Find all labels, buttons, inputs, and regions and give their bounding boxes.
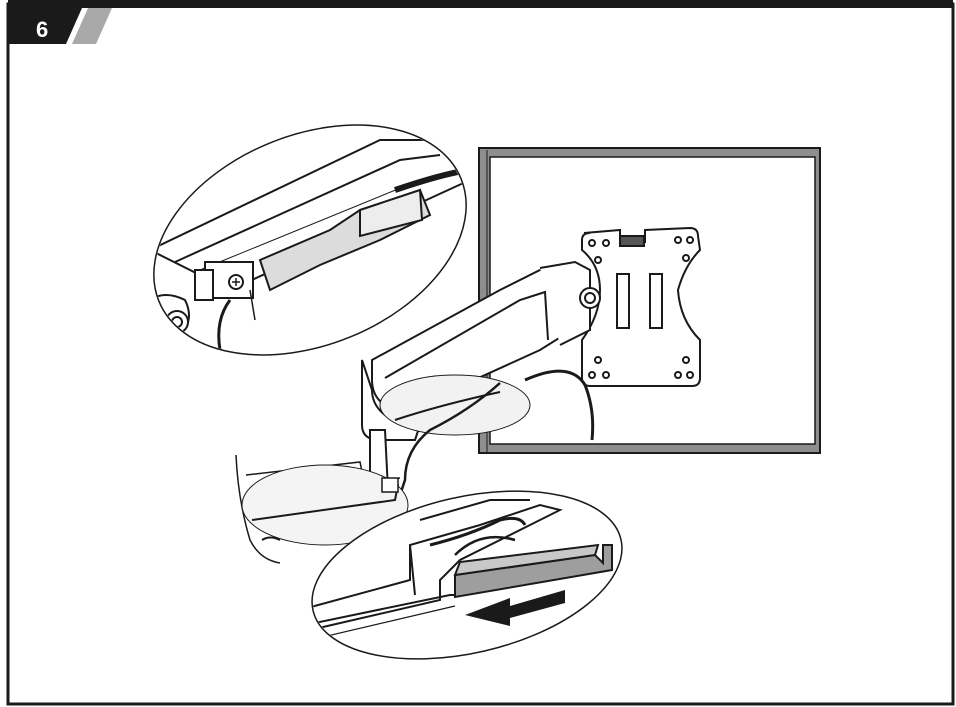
monitor-cable	[524, 369, 595, 441]
step-tab-stripe	[72, 8, 112, 44]
detail-zoom-bottom	[298, 490, 623, 660]
step-tab-dark	[8, 8, 82, 44]
step-number: 6	[36, 17, 49, 42]
vesa-plate	[581, 226, 702, 387]
desk-post	[235, 454, 409, 564]
top-bar	[8, 0, 953, 8]
arm-cable	[398, 382, 501, 496]
step-tab	[8, 8, 112, 44]
arrow-left-icon	[465, 590, 565, 626]
